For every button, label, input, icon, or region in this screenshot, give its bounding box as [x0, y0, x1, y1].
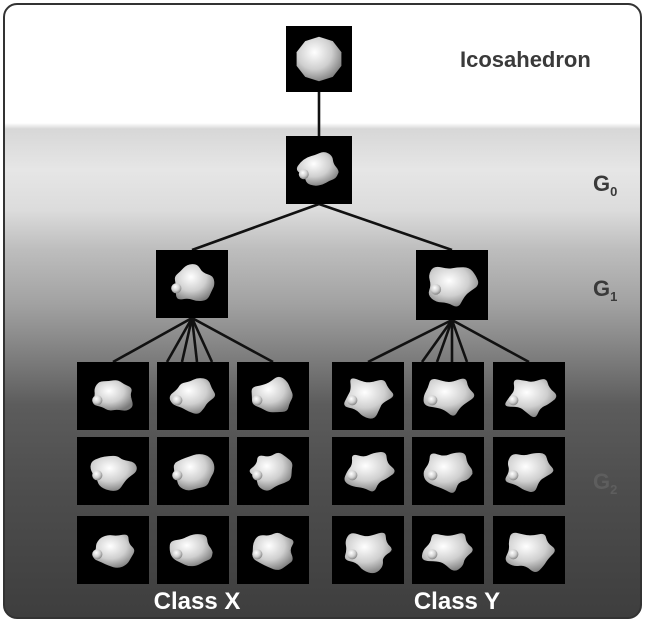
g2-label: G2 [593, 469, 618, 497]
edge-g1y-g2-2 [435, 319, 454, 363]
mesh-shape [93, 534, 136, 568]
class-x-label: Class X [153, 588, 241, 615]
mesh-shape [90, 455, 138, 491]
mesh-knob [172, 470, 183, 481]
mesh-shape [174, 264, 215, 302]
mesh-shape [249, 452, 293, 491]
g0-label: G0 [593, 171, 618, 199]
mesh-shape [251, 376, 294, 413]
mesh-knob [298, 169, 309, 180]
mesh-knob [252, 549, 263, 560]
mesh-knob [347, 549, 358, 560]
edge-g1y-g2-1 [420, 319, 454, 363]
mesh-knob [252, 395, 263, 406]
mesh-knob [508, 470, 519, 481]
g2-class-x-tile-r1-c3 [237, 362, 309, 430]
mesh-shape [93, 380, 133, 411]
mesh-knob [430, 284, 442, 295]
g2-class-y-tile-r3-c1 [332, 516, 404, 584]
g2-class-x-tile-r3-c2 [157, 516, 229, 584]
mesh-shape [252, 532, 294, 570]
mesh-shape [505, 532, 558, 573]
edge-g1x-g2-5 [191, 316, 274, 364]
mesh-shape [173, 454, 215, 491]
edge-g1x-g2-1 [165, 317, 194, 363]
g0-tile [286, 136, 352, 204]
mesh-knob [252, 470, 263, 481]
g2-class-x-tile-r1-c2 [157, 362, 229, 430]
edge-g1y-g2-4 [450, 319, 469, 363]
tree-nodes [77, 26, 565, 584]
g2-class-y-tile-r1-c3 [493, 362, 565, 430]
edge-g1x-g2-3 [190, 317, 199, 363]
mesh-knob [347, 470, 358, 481]
mesh-knob [427, 549, 438, 560]
g2-class-y-tile-r2-c1 [332, 437, 404, 505]
tree-edges [112, 92, 530, 364]
hierarchy-tree [77, 26, 565, 584]
mesh-shape [423, 452, 474, 493]
g2-class-y-tile-r1-c1 [332, 362, 404, 430]
icosahedron-tile [286, 26, 352, 92]
icosahedron-shape [296, 36, 342, 82]
mesh-knob [92, 395, 103, 406]
edge-g1x-g2-4 [190, 317, 214, 363]
g2-class-x-tile-r3-c3 [237, 516, 309, 584]
mesh-knob [171, 283, 182, 294]
g2-class-y-tile-r1-c2 [412, 362, 484, 430]
g2-class-y-tile-r3-c2 [412, 516, 484, 584]
g2-class-x-tile-r3-c1 [77, 516, 149, 584]
edge-g1x-g2-2 [180, 317, 194, 363]
mesh-shape [421, 533, 476, 571]
icosahedron-label: Icosahedron [460, 47, 591, 72]
g2-class-x-tile-r2-c2 [157, 437, 229, 505]
mesh-knob [172, 549, 183, 560]
edge-g0-g1x [191, 202, 320, 252]
g2-class-x-tile-r1-c1 [77, 362, 149, 430]
mesh-knob [347, 395, 358, 406]
g1-class-y-tile [416, 250, 488, 320]
edge-g1x-g2-0 [112, 316, 193, 364]
mesh-shape [428, 266, 480, 307]
class-y-label: Class Y [413, 588, 501, 615]
mesh-knob [508, 395, 519, 406]
mesh-knob [508, 549, 519, 560]
mesh-knob [92, 470, 103, 481]
mesh-shape [344, 532, 395, 574]
mesh-knob [172, 395, 183, 406]
g1-label: G1 [593, 276, 618, 304]
edge-g1y-g2-5 [451, 318, 530, 364]
g2-class-x-tile-r2-c1 [77, 437, 149, 505]
mesh-knob [427, 470, 438, 481]
g2-class-x-tile-r2-c3 [237, 437, 309, 505]
edge-g1y-g2-0 [367, 318, 453, 364]
edge-g0-g1y [318, 202, 453, 252]
mesh-shape [344, 452, 398, 492]
g2-class-y-tile-r2-c3 [493, 437, 565, 505]
mesh-knob [427, 395, 438, 406]
g2-class-y-tile-r3-c3 [493, 516, 565, 584]
mesh-shape [344, 378, 396, 419]
diagram-frame: Icosahedron G0 G1 G2 Class X Class Y [3, 3, 642, 619]
g2-class-y-tile-r2-c2 [412, 437, 484, 505]
g1-class-x-tile [156, 250, 228, 318]
mesh-shape [505, 379, 559, 418]
mesh-shape [505, 452, 556, 492]
mesh-shape [423, 378, 477, 416]
mesh-shape [169, 378, 217, 414]
mesh-knob [92, 549, 103, 560]
